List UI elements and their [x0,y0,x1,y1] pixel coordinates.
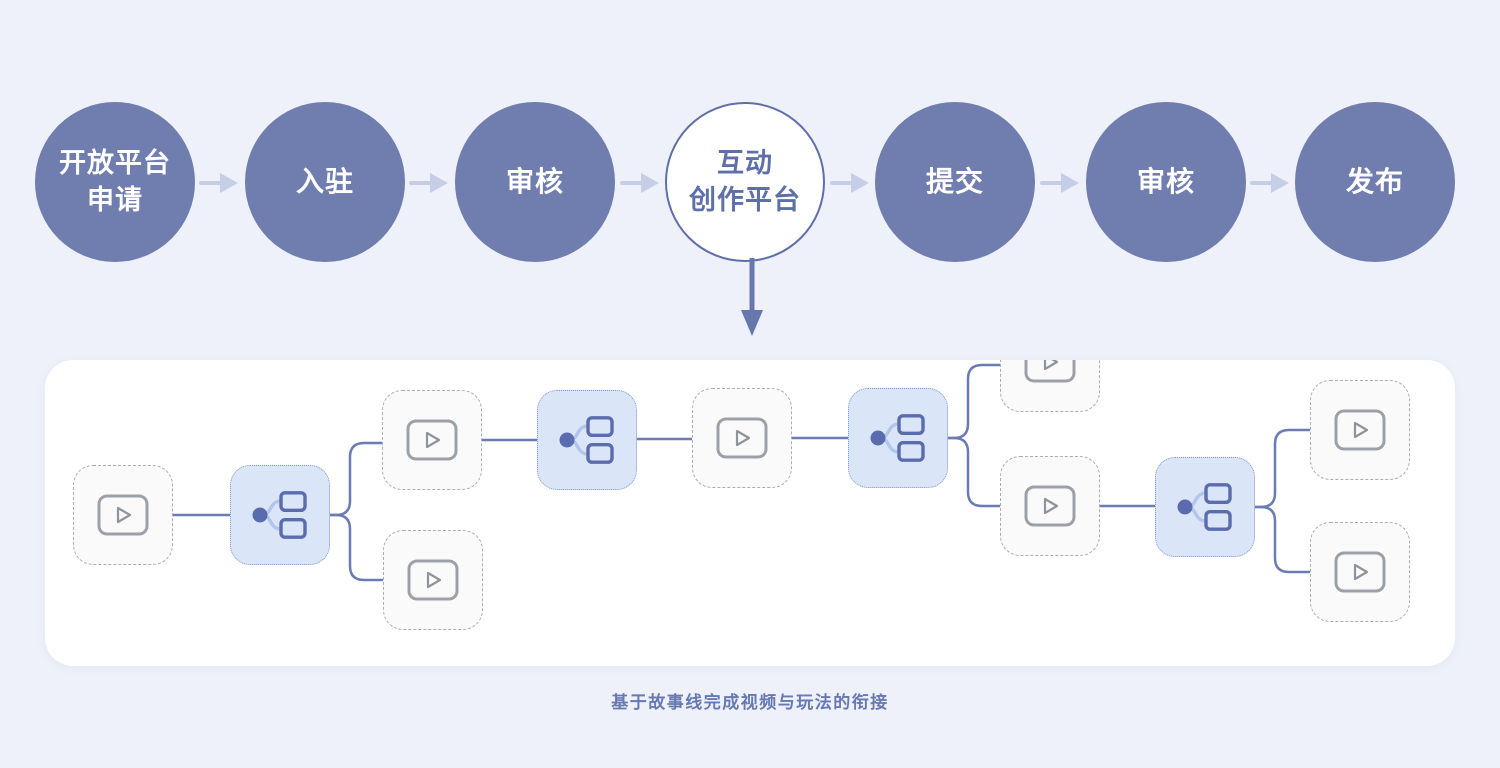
arrow-right-icon [199,173,238,193]
storyline-panel [45,360,1455,666]
storyline-connectors [171,363,1312,582]
play-icon [97,494,149,536]
play-icon [406,419,458,461]
flow-step-label-line: 入驻 [295,165,354,197]
flow-step-publish: 发布 [1295,102,1455,262]
branch-node [1155,457,1255,557]
arrow-right-icon [830,173,869,193]
branch-icon [252,491,307,539]
arrow-right-icon [620,173,659,193]
flow-step-label-line: 申请 [87,185,143,215]
branch-icon [559,416,614,464]
flow-step-review-2: 审核 [1086,102,1246,262]
flow-step-label-line: 互动 [717,147,773,178]
play-icon [1024,485,1076,527]
flow-step-label-line: 创作平台 [689,185,801,215]
play-icon [407,559,459,601]
play-icon [1334,409,1386,451]
branch-node [537,390,637,490]
video-node [692,388,792,488]
flow-step-label-line: 审核 [1136,165,1195,197]
flow-step-submit: 提交 [875,102,1035,262]
flow-step-label-line: 提交 [925,165,984,197]
video-node [73,465,173,565]
arrow-right-icon [1250,173,1289,193]
diagram-caption: 基于故事线完成视频与玩法的衔接 [611,693,889,712]
video-node-clipped [1000,360,1100,412]
branch-icon [870,414,925,462]
video-node [383,530,483,630]
flow-step-label-line: 开放平台 [59,147,171,178]
play-icon [1334,551,1386,593]
video-node [1310,522,1410,622]
video-node [1310,380,1410,480]
flow-step-review-1: 审核 [455,102,615,262]
play-icon [1024,360,1076,383]
flow-step-settle-in: 入驻 [245,102,405,262]
arrow-right-icon [409,173,448,193]
flow-step-label-line: 发布 [1345,165,1404,197]
flow-step-open-platform-apply: 开放平台 申请 [35,102,195,262]
branch-icon [1177,483,1232,531]
flow-step-label-line: 审核 [505,165,564,197]
flow-step-interactive-creation-platform: 互动 创作平台 [665,102,825,262]
video-node [382,390,482,490]
arrow-down-icon [741,258,763,336]
play-icon [716,417,768,459]
arrow-right-icon [1040,173,1079,193]
video-node [1000,456,1100,556]
branch-node [848,388,948,488]
branch-node [230,465,330,565]
